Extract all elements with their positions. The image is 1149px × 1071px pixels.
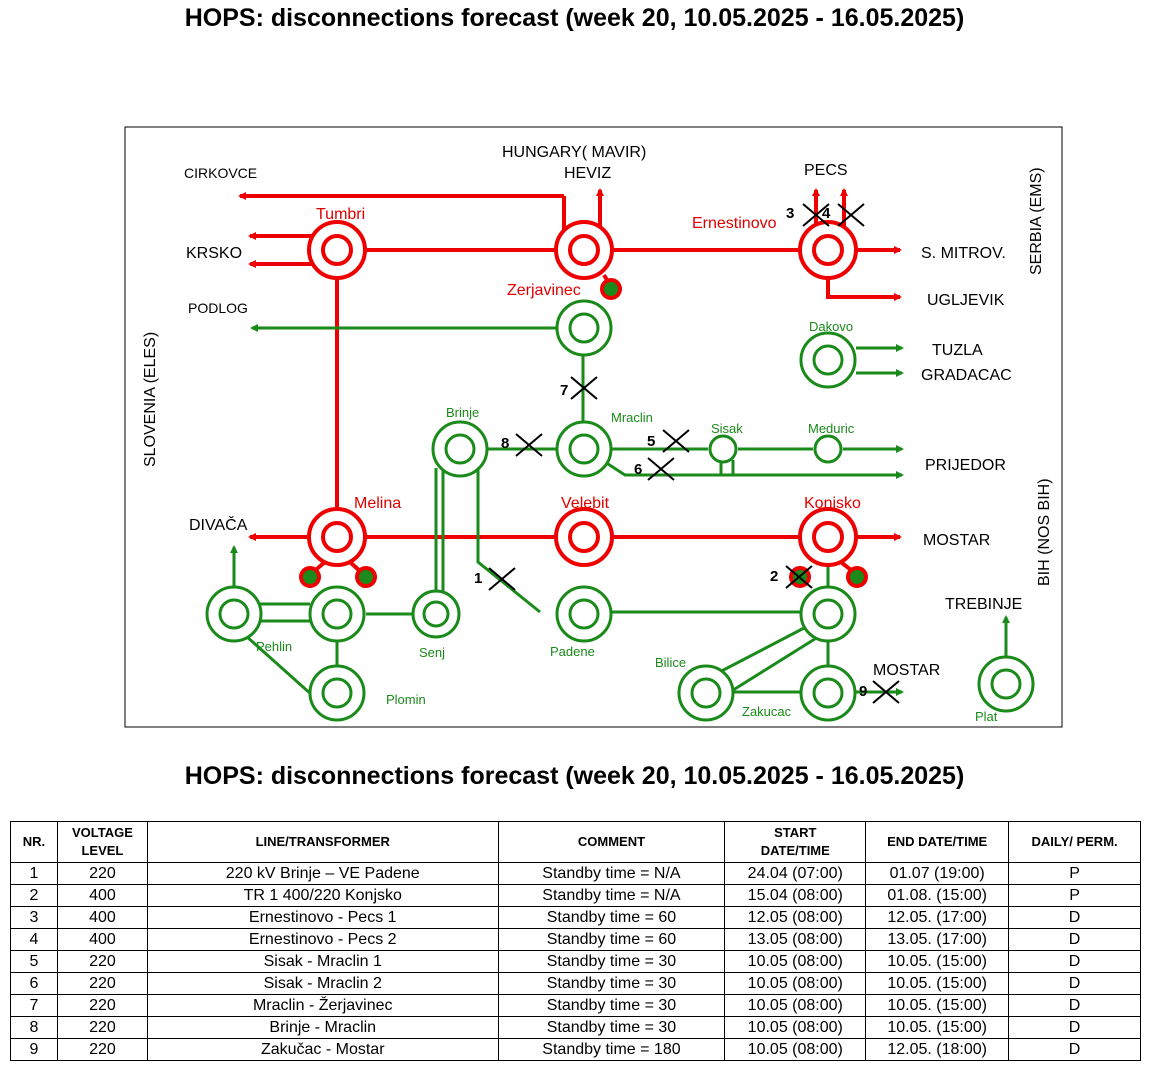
header-daily-perm: DAILY/ PERM. — [1008, 821, 1141, 863]
label-ernestinovo: Ernestinovo — [692, 215, 777, 232]
label-divaca: DIVAČA — [189, 515, 248, 534]
label-melina: Melina — [354, 495, 401, 512]
station-melina — [307, 507, 367, 567]
label-brinje: Brinje — [446, 405, 479, 420]
station-zerjavinec-400 — [554, 220, 614, 280]
station-mraclin — [555, 420, 613, 478]
label-padene: Padene — [550, 644, 595, 659]
label-serbia: SERBIA (EMS) — [1028, 167, 1045, 275]
label-konjsko: Konjsko — [804, 495, 861, 512]
label-podlog: PODLOG — [188, 300, 248, 316]
station-tumbri — [307, 220, 367, 280]
station-zerjavinec-220 — [555, 299, 613, 357]
label-meduric: Meduric — [808, 421, 855, 436]
station-brinje — [431, 420, 489, 478]
label-zerjavinec: Zerjavinec — [507, 282, 581, 299]
station-senj — [411, 589, 461, 639]
outage-number-3: 3 — [786, 205, 794, 222]
station-sisak — [708, 434, 738, 464]
stations-220kv — [205, 299, 1035, 722]
outage-number-5: 5 — [647, 433, 655, 450]
label-s-mitrov: S. MITROV. — [921, 245, 1006, 262]
transformers — [299, 278, 868, 588]
label-bih: BIH (NOS BIH) — [1036, 478, 1053, 586]
station-plat — [977, 655, 1035, 713]
station-ernestinovo — [798, 220, 858, 280]
network-diagram: 1 2 3 4 5 6 7 8 9 HUNGARY( MAVIR) HEVIZ … — [124, 126, 1063, 728]
station-konjsko — [798, 507, 858, 567]
label-tumbri: Tumbri — [316, 206, 365, 223]
station-padene — [555, 585, 613, 643]
diagram-frame — [124, 126, 1063, 728]
outage-number-4: 4 — [822, 205, 831, 222]
label-mostar-400: MOSTAR — [923, 532, 990, 549]
label-trebinje: TREBINJE — [945, 596, 1022, 613]
outage-markers — [488, 203, 900, 704]
label-plomin: Plomin — [386, 692, 426, 707]
label-velebit: Velebit — [561, 495, 610, 512]
station-dakovo — [799, 331, 857, 389]
label-hungary: HUNGARY( MAVIR) — [502, 144, 646, 161]
header-nr: NR. — [10, 821, 58, 863]
label-gradacac: GRADACAC — [921, 367, 1012, 384]
header-line-transformer: LINE/TRANSFORMER — [146, 821, 499, 863]
station-meduric — [813, 434, 843, 464]
label-ugljevik: UGLJEVIK — [927, 292, 1005, 309]
label-senj: Senj — [419, 645, 445, 660]
label-zakucac: Zakucac — [742, 704, 792, 719]
station-pehlin — [205, 585, 263, 643]
header-comment: COMMENT — [497, 821, 726, 863]
station-plomin — [308, 664, 366, 722]
label-bilice: Bilice — [655, 655, 686, 670]
label-dakovo: Dakovo — [809, 319, 853, 334]
lines-220kv — [230, 324, 1010, 697]
station-bilice — [677, 664, 735, 722]
outage-number-7: 7 — [560, 382, 568, 399]
station-zakucac — [799, 664, 857, 722]
stations-400kv — [307, 220, 858, 567]
station-melina-220 — [308, 585, 366, 643]
label-mostar-220: MOSTAR — [873, 662, 940, 679]
label-mraclin: Mraclin — [611, 410, 653, 425]
label-krsko: KRSKO — [186, 245, 242, 262]
label-plat: Plat — [975, 709, 998, 724]
outage-number-9: 9 — [859, 683, 867, 700]
label-cirkovce: CIRKOVCE — [184, 165, 257, 181]
header-end-date: END DATE/TIME — [865, 821, 1010, 863]
outage-number-6: 6 — [634, 461, 642, 478]
outage-number-2: 2 — [770, 568, 778, 585]
page-title: HOPS: disconnections forecast (week 20, … — [184, 4, 965, 32]
label-pehlin: Pehlin — [256, 639, 292, 654]
label-pecs: PECS — [804, 162, 848, 179]
station-velebit — [554, 507, 614, 567]
table-title: HOPS: disconnections forecast (week 20, … — [184, 762, 965, 790]
label-tuzla: TUZLA — [932, 342, 983, 359]
outage-number-1: 1 — [474, 570, 482, 587]
label-sisak: Sisak — [711, 421, 743, 436]
label-heviz: HEVIZ — [564, 165, 611, 182]
label-prijedor: PRIJEDOR — [925, 457, 1006, 474]
outage-number-8: 8 — [501, 435, 509, 452]
station-konjsko-220 — [799, 585, 857, 643]
label-slovenia: SLOVENIA (ELES) — [142, 332, 159, 467]
